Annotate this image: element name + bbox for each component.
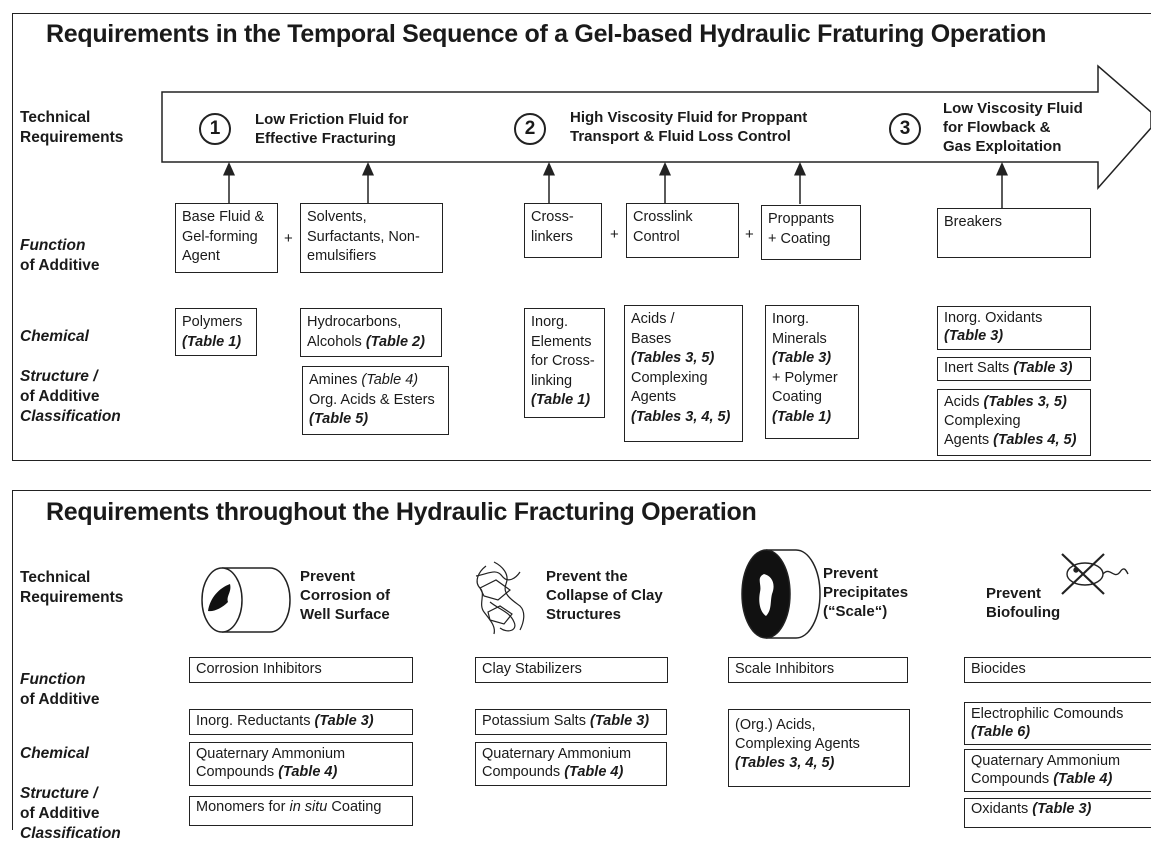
stage-2-number: 2 <box>514 113 546 145</box>
chem-quat-ammonium-c: Quaternary Ammonium Compounds (Table 4) <box>964 749 1151 792</box>
chem-monomers: Monomers for in situ Coating <box>189 796 413 826</box>
chem-inert-salts: Inert Salts (Table 3) <box>937 357 1091 381</box>
function-proppants: Proppants + Coating <box>761 205 861 260</box>
bottom-function-label-2: of Additive <box>20 691 100 708</box>
top-chemical-label-4: of Additive <box>20 388 100 405</box>
chem-oxidants: Oxidants (Table 3) <box>964 798 1151 828</box>
stage-1-number: 1 <box>199 113 231 145</box>
function-crosslinkers: Cross- linkers <box>524 203 602 258</box>
top-function-label: Function <box>20 237 86 254</box>
bottom-function-label: Function <box>20 671 86 688</box>
top-technical-label: Technical Requirements <box>20 109 124 146</box>
top-chemical-label: Chemical Structure / Classification <box>20 328 121 425</box>
plus-sign: + <box>610 226 619 243</box>
chem-quat-ammonium-a: Quaternary Ammonium Compounds (Table 4) <box>189 742 413 786</box>
function-scale-inhibitors: Scale Inhibitors <box>728 657 908 683</box>
plus-sign: + <box>745 226 754 243</box>
function-crosslink-control: Crosslink Control <box>626 203 739 258</box>
function-solvents: Solvents, Surfactants, Non- emulsifiers <box>300 203 443 273</box>
clay-structure-icon <box>475 561 525 635</box>
function-breakers: Breakers <box>937 208 1091 258</box>
top-section-frame <box>12 13 1151 461</box>
function-base-fluid: Base Fluid & Gel-forming Agent <box>175 203 278 273</box>
bottom-icons-layer <box>201 549 1129 639</box>
chem-inorg-reductants: Inorg. Reductants (Table 3) <box>189 709 413 735</box>
bottom-section-frame <box>12 490 1151 830</box>
bottom-section-title: Requirements throughout the Hydraulic Fr… <box>46 498 757 526</box>
chem-hydrocarbons: Hydrocarbons, Alcohols (Table 2) <box>300 308 442 357</box>
chem-org-acids: (Org.) Acids, Complexing Agents (Tables … <box>728 709 910 787</box>
chem-electrophilic: Electrophilic Comounds (Table 6) <box>964 702 1151 745</box>
function-clay-stabilizers: Clay Stabilizers <box>475 657 668 683</box>
chem-inorg-oxidants: Inorg. Oxidants (Table 3) <box>937 306 1091 350</box>
stage-3-number: 3 <box>889 113 921 145</box>
stage-1-label: Low Friction Fluid for Effective Fractur… <box>255 111 409 147</box>
chem-inorg-elements: Inorg. Elements for Cross- linking (Tabl… <box>524 308 605 418</box>
chem-breaker-acids: Acids (Tables 3, 5) Complexing Agents (T… <box>937 389 1091 456</box>
top-section-title: Requirements in the Temporal Sequence of… <box>46 20 1047 48</box>
req-clay-label: Prevent the Collapse of Clay Structures <box>546 568 663 623</box>
top-arrows-layer <box>161 64 1151 208</box>
stage-3-label: Low Viscosity Fluid for Flowback & Gas E… <box>943 100 1083 155</box>
scaled-pipe-icon <box>741 549 821 639</box>
corroded-pipe-icon <box>201 567 291 633</box>
bottom-technical-label: Technical Requirements <box>20 569 124 606</box>
function-corrosion-inhibitors: Corrosion Inhibitors <box>189 657 413 683</box>
req-scale-label: Prevent Precipitates (“Scale“) <box>823 565 909 620</box>
req-biofouling-label: Prevent Biofouling <box>986 585 1061 621</box>
chem-potassium-salts: Potassium Salts (Table 3) <box>475 709 667 735</box>
chem-quat-ammonium-b: Quaternary Ammonium Compounds (Table 4) <box>475 742 667 786</box>
chem-inorg-minerals: Inorg. Minerals (Table 3) + Polymer Coat… <box>765 305 859 439</box>
top-function-label-2: of Additive <box>20 257 100 274</box>
process-arrow <box>161 64 1151 190</box>
plus-sign: + <box>284 230 293 247</box>
chem-polymers: Polymers (Table 1) <box>175 308 257 356</box>
chem-acids-bases: Acids / Bases (Tables 3, 5) Complexing A… <box>624 305 743 442</box>
stage-2-label: High Viscosity Fluid for Proppant Transp… <box>570 109 808 145</box>
function-biocides: Biocides <box>964 657 1151 683</box>
chem-amines: Amines (Table 4) Org. Acids & Esters (Ta… <box>302 366 449 435</box>
req-corrosion-label: Prevent Corrosion of Well Surface <box>300 568 390 623</box>
crossed-microbe-icon <box>1061 553 1129 595</box>
